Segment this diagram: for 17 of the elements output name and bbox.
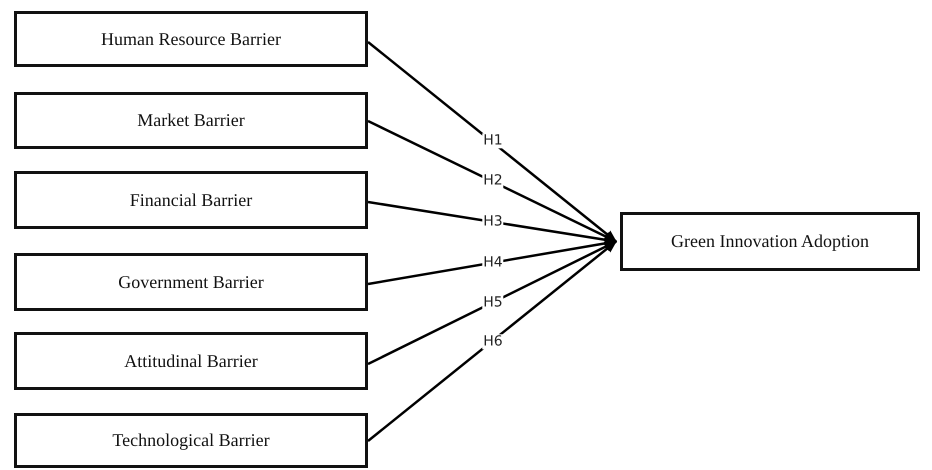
variable-box: Financial Barrier: [14, 171, 368, 229]
arrow: [368, 200, 618, 245]
arrow: [368, 238, 618, 286]
edge-label: H2: [482, 173, 504, 188]
variable-box: Market Barrier: [14, 92, 368, 149]
variable-box: Attitudinal Barrier: [14, 332, 368, 390]
variable-box: Green Innovation Adoption: [620, 212, 920, 271]
variable-box: Technological Barrier: [14, 413, 368, 468]
variable-box: Human Resource Barrier: [14, 11, 368, 67]
edge-label: H6: [482, 334, 504, 350]
edge-label: H1: [482, 133, 504, 149]
arrow: [367, 120, 618, 243]
arrow: [367, 240, 617, 442]
arrow: [367, 41, 617, 242]
variable-box: Government Barrier: [14, 253, 368, 311]
arrow: [367, 240, 618, 366]
edge-label: H5: [482, 296, 504, 311]
